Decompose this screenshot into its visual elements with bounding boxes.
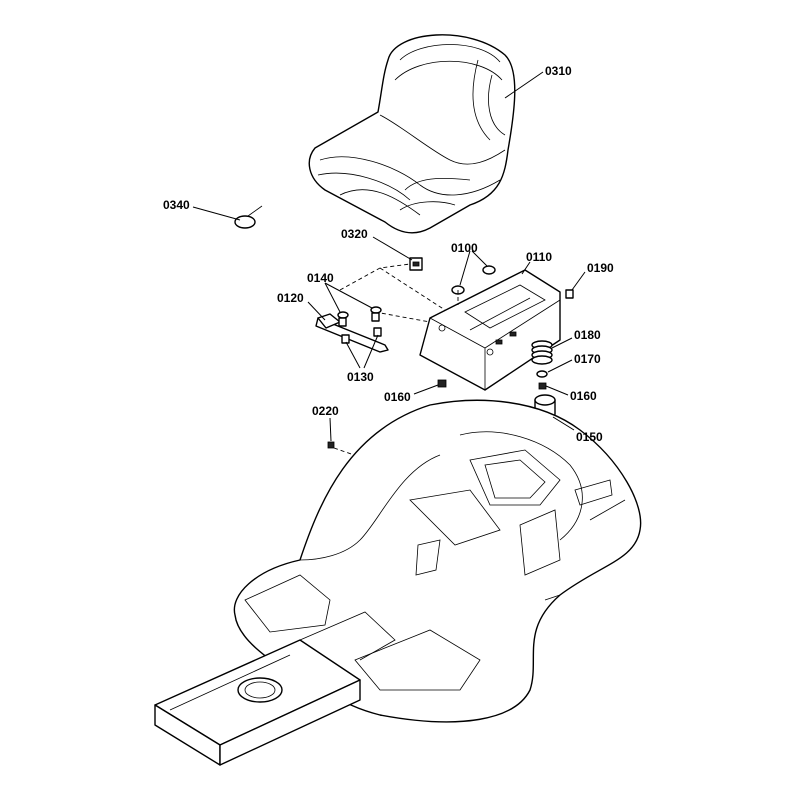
- spring-nut-part: [538, 382, 547, 390]
- bolt-part: [565, 289, 574, 299]
- seat-part: [308, 34, 516, 234]
- label-0310: 0310: [545, 64, 572, 78]
- label-0110: 0110: [526, 250, 552, 264]
- part-labels: 0310 0340 0320 0100 0110 0190 0140 0120 …: [163, 64, 614, 444]
- label-0180: 0180: [574, 328, 601, 342]
- label-0320: 0320: [341, 227, 368, 241]
- cable-tie-part: [234, 205, 263, 229]
- label-0160-left: 0160: [384, 390, 411, 404]
- label-0100: 0100: [451, 241, 478, 255]
- spring-washer-part: [536, 370, 548, 378]
- footplate-part: [154, 611, 396, 766]
- label-0190: 0190: [587, 261, 614, 275]
- nut-part: [437, 379, 447, 388]
- lever-plate-part: [315, 313, 389, 353]
- label-0130: 0130: [347, 370, 374, 384]
- washer-parts: [451, 265, 496, 295]
- label-0140: 0140: [307, 271, 334, 285]
- label-0220: 0220: [312, 404, 339, 418]
- screw-part: [327, 441, 335, 449]
- seat-switch-part: [409, 257, 423, 271]
- label-0150: 0150: [576, 430, 603, 444]
- spacer-parts: [337, 306, 382, 327]
- chassis-body-part: [233, 399, 642, 723]
- leader-lines: [192, 71, 586, 442]
- label-0340: 0340: [163, 198, 190, 212]
- label-0120: 0120: [277, 291, 304, 305]
- label-0170: 0170: [574, 352, 601, 366]
- label-0160-right: 0160: [570, 389, 597, 403]
- spring-part: [531, 340, 553, 365]
